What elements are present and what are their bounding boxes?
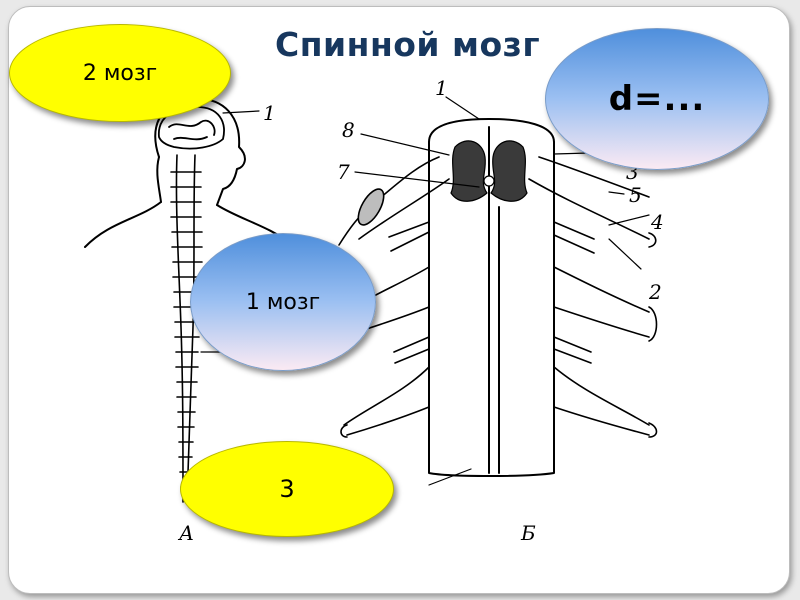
brain-2-bubble[interactable]: 2 мозг: [9, 24, 231, 122]
callout-a-1: 1: [263, 101, 276, 125]
callout-b-4: 4: [650, 210, 664, 234]
figure-b-spinal-segment: [428, 118, 555, 477]
figure-b-nerve-roots: [338, 156, 658, 438]
callout-b-5: 5: [629, 183, 642, 207]
panel-b-label: Б: [520, 521, 536, 545]
figure-a-spine: [170, 154, 203, 503]
brain-1-bubble[interactable]: 1 мозг: [190, 233, 376, 371]
spinal-cord-illustration: 1 1 8 7 3 5 4 2 А Б: [84, 76, 664, 545]
diameter-bubble[interactable]: d=...: [545, 28, 769, 170]
callout-b-1: 1: [435, 76, 448, 100]
callout-b-8: 8: [342, 118, 355, 142]
panel-a-label: А: [177, 521, 194, 545]
callout-b-2: 2: [648, 280, 662, 304]
callout-b-7: 7: [337, 160, 350, 184]
slide-title: Спинной мозг: [275, 25, 541, 64]
figure-b-gray-matter: [450, 140, 528, 202]
answer-3-bubble[interactable]: 3: [180, 441, 394, 537]
